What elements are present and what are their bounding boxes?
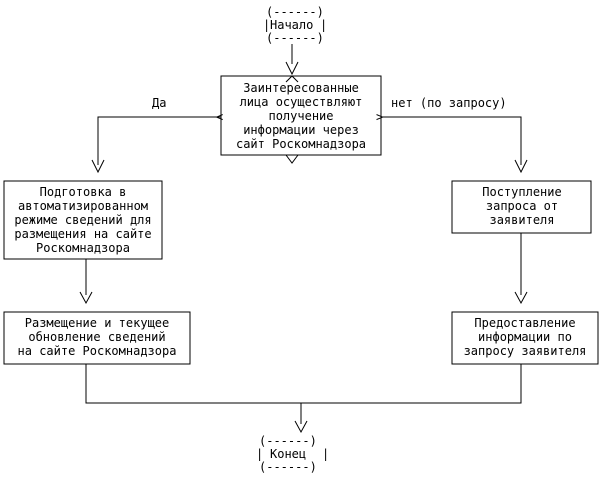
decision-line-3: получение: [268, 109, 333, 123]
right-box-1-frame: [451, 180, 592, 234]
arrow-into-right-box-1: [514, 159, 528, 174]
decision-line-2: лица осуществляют: [240, 95, 363, 109]
branch-yes-label: Да: [152, 96, 166, 110]
left-box-1-line-3: режиме сведений для: [14, 213, 151, 227]
left-process-box-1: Подготовка в автоматизированном режиме с…: [3, 180, 163, 260]
right-box-1-line-3: заявителя: [489, 213, 554, 227]
branch-no-label: нет (по запросу): [391, 96, 507, 110]
right-box-1-line-2: запроса от: [486, 199, 558, 213]
decision-line-4: информации через: [243, 123, 359, 137]
decision-right-marker: >: [376, 110, 383, 124]
decision-box-frame: [220, 75, 382, 156]
left-box-2-frame: [3, 311, 191, 365]
right-process-box-1: Поступление запроса от заявителя: [451, 180, 592, 234]
left-box-2-line-3: на сайте Роскомнадзора: [18, 344, 177, 358]
end-bottom-border: (------): [259, 460, 317, 474]
start-left-bar: |: [263, 18, 270, 32]
right-box-2-line-1: Предоставление: [474, 316, 575, 330]
start-top-border: (------): [266, 5, 324, 19]
decision-line-1: Заинтересованные: [243, 81, 359, 95]
left-box-1-line-5: Роскомнадзора: [36, 241, 130, 255]
right-box-2-line-2: информации по: [478, 330, 572, 344]
arrow-into-left-box-1: [91, 159, 105, 174]
arrow-into-end: [294, 420, 308, 434]
right-process-box-2: Предоставление информации по запросу зая…: [451, 311, 599, 365]
left-box-1-line-4: размещения на сайте: [14, 227, 151, 241]
start-label: Начало: [270, 18, 313, 32]
right-box-2-line-3: запросу заявителя: [464, 344, 587, 358]
right-box-1-line-1: Поступление: [482, 185, 561, 199]
start-bottom-border: (------): [266, 31, 324, 45]
end-right-bar: |: [322, 447, 329, 461]
decision-line-5: сайт Роскомнадзора: [236, 137, 366, 151]
end-terminal: (------) | Конец | (------): [256, 434, 329, 474]
left-box-1-line-1: Подготовка в: [40, 185, 127, 199]
end-label: Конец: [270, 447, 306, 461]
decision-bottom-notch: [285, 154, 299, 164]
start-right-bar: |: [320, 18, 327, 32]
end-left-bar: |: [256, 447, 263, 461]
connector-decision-left: [97, 116, 221, 165]
start-terminal: (------) | Начало | (------): [263, 5, 327, 45]
left-process-box-2: Размещение и текущее обновление сведений…: [3, 311, 191, 365]
connector-merge: [85, 364, 522, 404]
arrow-into-right-box-2: [514, 291, 528, 305]
arrow-into-left-box-2: [79, 291, 93, 305]
left-box-2-line-2: обновление сведений: [28, 330, 165, 344]
right-box-2-frame: [451, 311, 599, 365]
left-box-2-line-1: Размещение и текущее: [25, 316, 170, 330]
connector-decision-right: [381, 116, 522, 165]
decision-top-notch: [285, 75, 299, 83]
end-top-border: (------): [259, 434, 317, 448]
arrow-into-decision: [285, 61, 299, 76]
left-box-1-frame: [3, 180, 163, 260]
decision-box: < > Заинтересованные лица осуществляют п…: [216, 75, 383, 164]
left-box-1-line-2: автоматизированном: [18, 199, 148, 213]
